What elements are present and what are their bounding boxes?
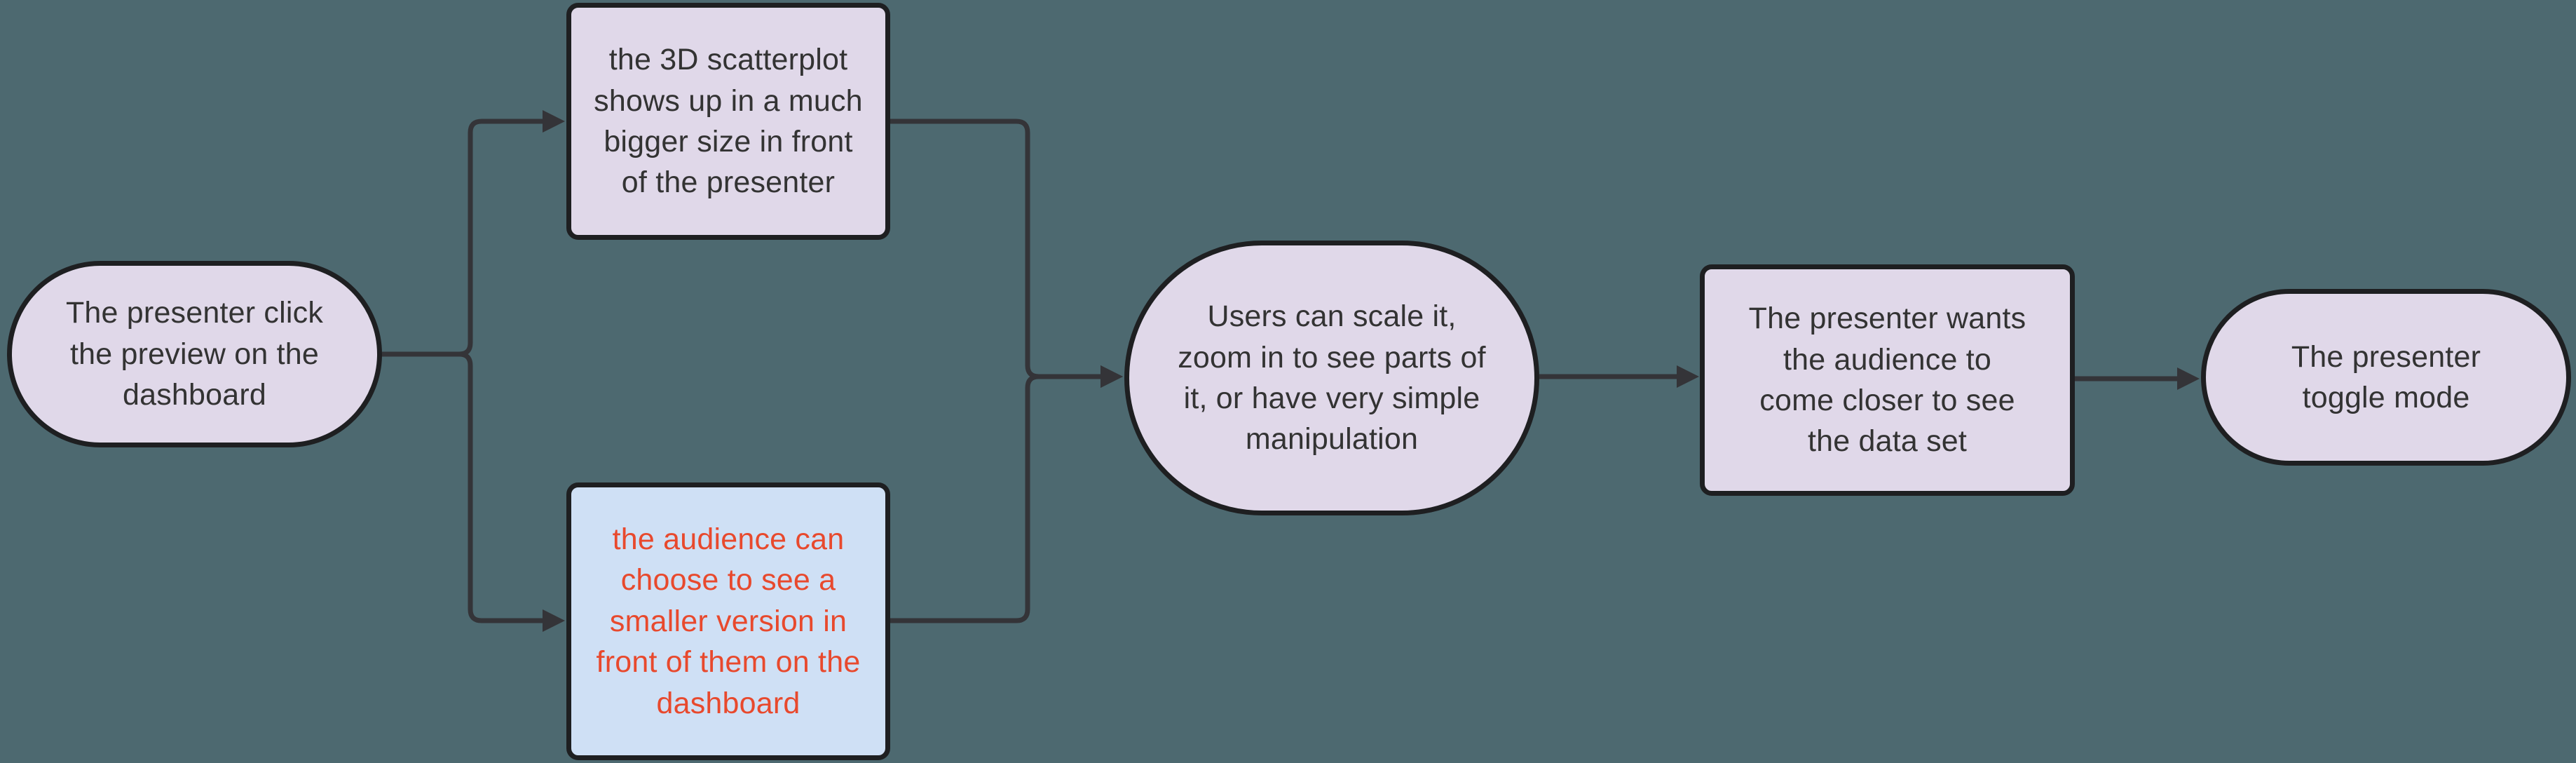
node-scale-zoom-manipulate: Users can scale it,zoom in to see parts … (1124, 241, 1539, 515)
edge-click-preview-to-bigger-scatterplot (382, 109, 566, 357)
edge-smaller-version-to-scale-zoom (890, 365, 1124, 623)
edge-click-preview-to-smaller-version (382, 351, 566, 633)
node-scale-zoom-manipulate-label: Users can scale it,zoom in to see parts … (1178, 299, 1486, 457)
edge-bigger-scatterplot-to-scale-zoom (890, 119, 1124, 389)
